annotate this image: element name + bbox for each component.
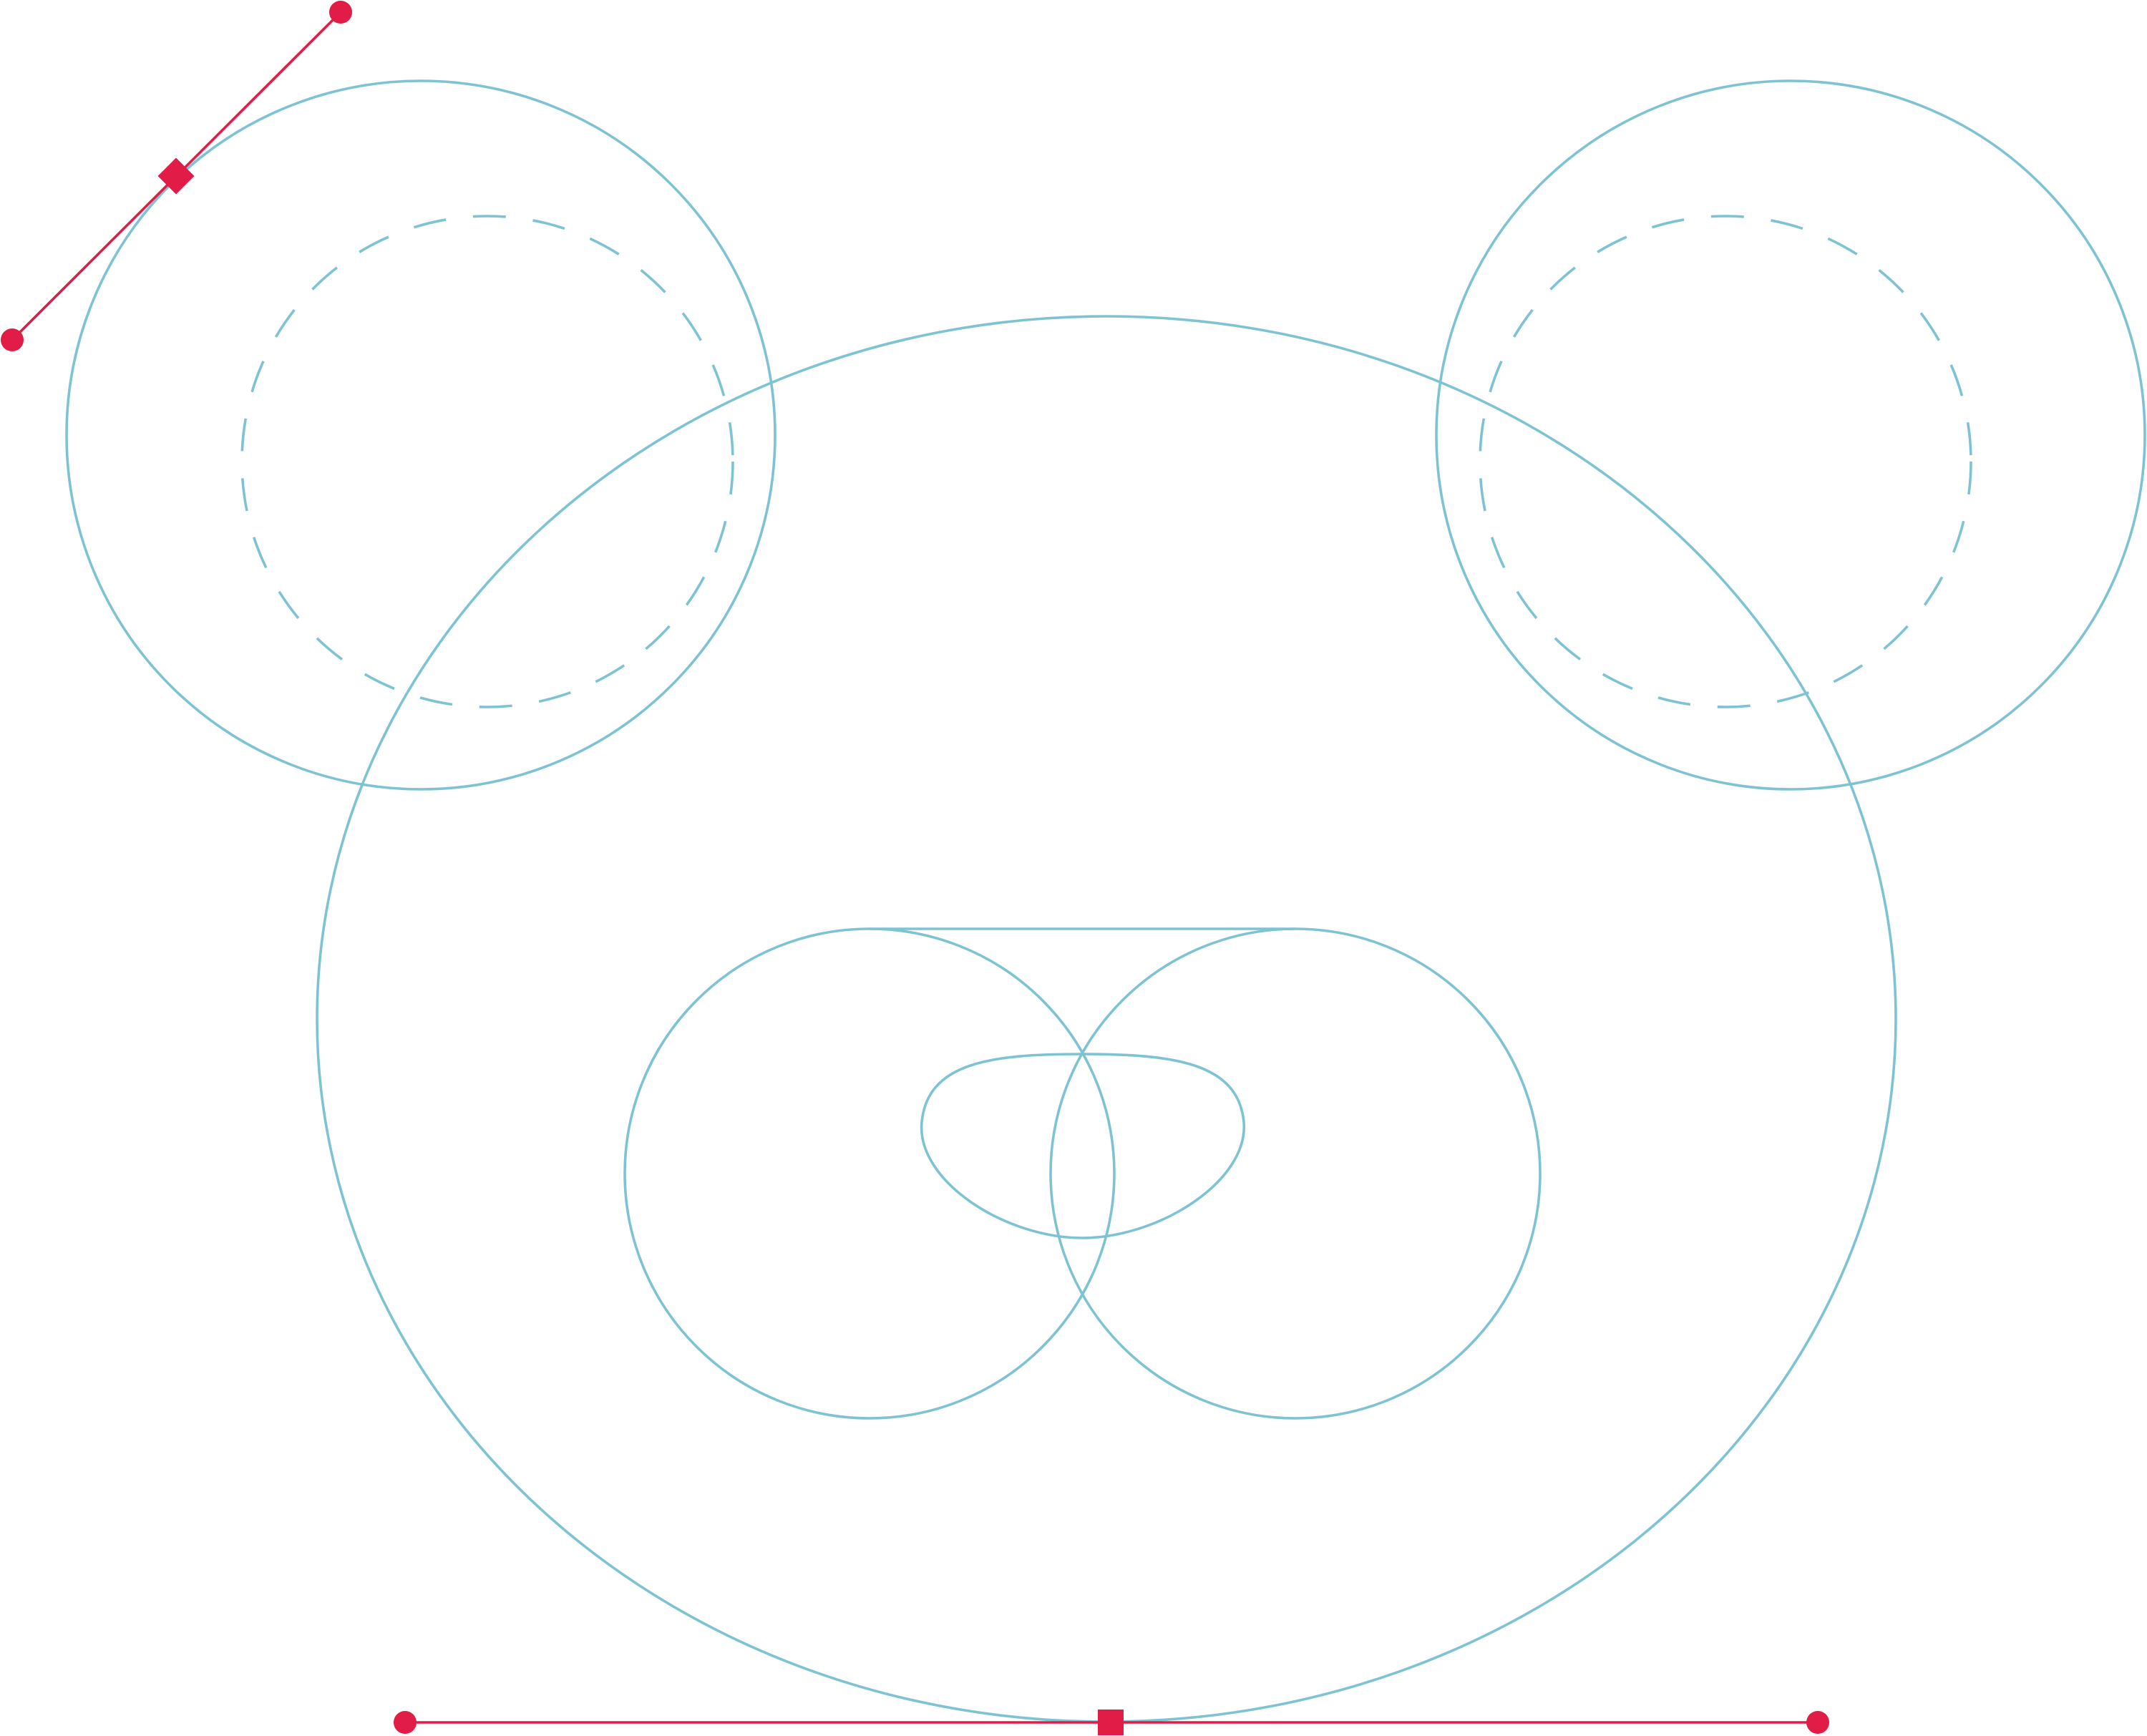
bezier-handles <box>1 1 1829 1735</box>
left-ear-outer-circle <box>65 79 776 791</box>
nose-shape <box>920 1053 1245 1239</box>
circle-handle-icon[interactable] <box>1806 1711 1829 1734</box>
left-muzzle-circle <box>623 927 1116 1420</box>
right-muzzle-circle <box>1049 927 1542 1420</box>
square-anchor-icon[interactable] <box>1098 1710 1124 1735</box>
circle-handle-icon[interactable] <box>329 1 352 24</box>
left-ear-inner-dashed-circle <box>240 215 734 708</box>
circle-handle-icon[interactable] <box>394 1711 417 1734</box>
circle-handle-icon[interactable] <box>1 328 24 351</box>
right-ear-inner-dashed-circle <box>1479 215 1972 708</box>
construction-guides <box>65 79 2146 1723</box>
right-ear-outer-circle <box>1435 79 2146 791</box>
